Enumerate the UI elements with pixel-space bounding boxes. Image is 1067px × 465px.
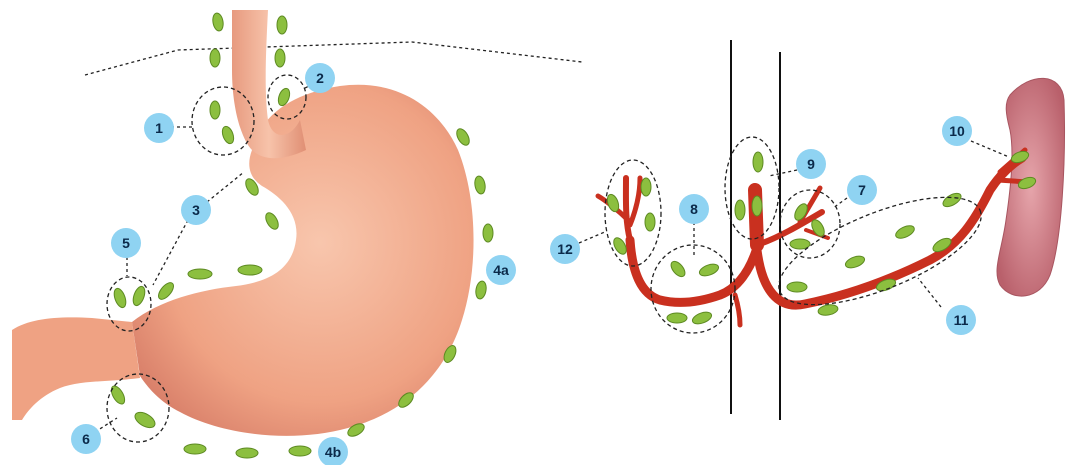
lymph-node [236,448,258,458]
label-4b: 4b [318,437,348,465]
esophagus [232,10,306,158]
label-9: 9 [796,149,826,179]
label-12-text: 12 [557,241,573,257]
label-7: 7 [847,175,877,205]
label-9-text: 9 [807,156,815,172]
lymph-node [941,191,963,210]
lymph-node [753,152,763,172]
lymph-node [752,196,762,216]
lymph-node [131,285,147,307]
label-12: 12 [550,234,580,264]
common-hepatic-artery [630,240,757,302]
lymph-node [691,310,713,326]
lymph-node [698,262,720,278]
station-6-boundary [107,374,169,442]
gastroduodenal-branch [735,295,740,325]
lymph-node [277,16,287,34]
duodenum [12,317,140,420]
lymph-node [210,101,220,119]
hepatic-branch-right [630,178,640,225]
label-6: 6 [71,424,101,454]
stomach-illustration [12,10,582,458]
label-5-text: 5 [122,235,130,251]
lymph-node [475,280,488,299]
lymph-node [474,175,487,194]
lymph-node [894,223,916,241]
lymph-node [641,178,651,196]
diaphragm-line [85,42,582,75]
label-2-text: 2 [316,70,324,86]
label-5: 5 [111,228,141,258]
lymph-node [289,446,311,456]
lymph-node [483,224,493,242]
lymph-node [844,254,866,270]
label-7-text: 7 [858,182,866,198]
label-10-text: 10 [949,123,965,139]
label-4a: 4a [486,255,516,285]
leader-line-3b [153,220,188,285]
lymph-node [667,313,687,323]
lymph-node [645,213,655,231]
label-3-text: 3 [192,202,200,218]
lymph-node [263,211,281,232]
leader-line-7 [833,198,847,208]
lymph-node [184,444,206,454]
arterial-illustration [579,40,1064,420]
leader-line-9 [769,170,797,176]
leader-line-12 [579,231,607,243]
lymph-node [210,49,220,67]
label-10: 10 [942,116,972,146]
leader-line-10 [971,141,1009,157]
lymph-node [817,303,838,316]
label-2: 2 [305,63,335,93]
label-8: 8 [679,194,709,224]
lymph-node [238,265,262,275]
label-4a-text: 4a [493,262,509,278]
lymph-node [275,49,285,67]
lymph-node [735,200,745,220]
lymph-node [132,409,157,430]
lymph-node [212,12,225,31]
label-4b-text: 4b [325,444,341,460]
leader-line-11 [918,278,941,307]
lymph-node [109,384,128,406]
lymph-node [188,269,212,279]
lymph-node [156,280,177,302]
label-8-text: 8 [690,201,698,217]
label-1: 1 [144,113,174,143]
label-6-text: 6 [82,431,90,447]
label-1-text: 1 [155,120,163,136]
leader-line-3a [207,172,244,202]
label-3: 3 [181,195,211,225]
lymph-node [112,287,128,309]
lymph-node [454,127,472,148]
lymph-node [220,125,236,145]
lymph-node [787,282,807,292]
lymph-node [668,259,687,279]
hepatic-branch-left [626,178,630,240]
label-11-text: 11 [954,312,969,328]
label-11: 11 [946,305,976,335]
